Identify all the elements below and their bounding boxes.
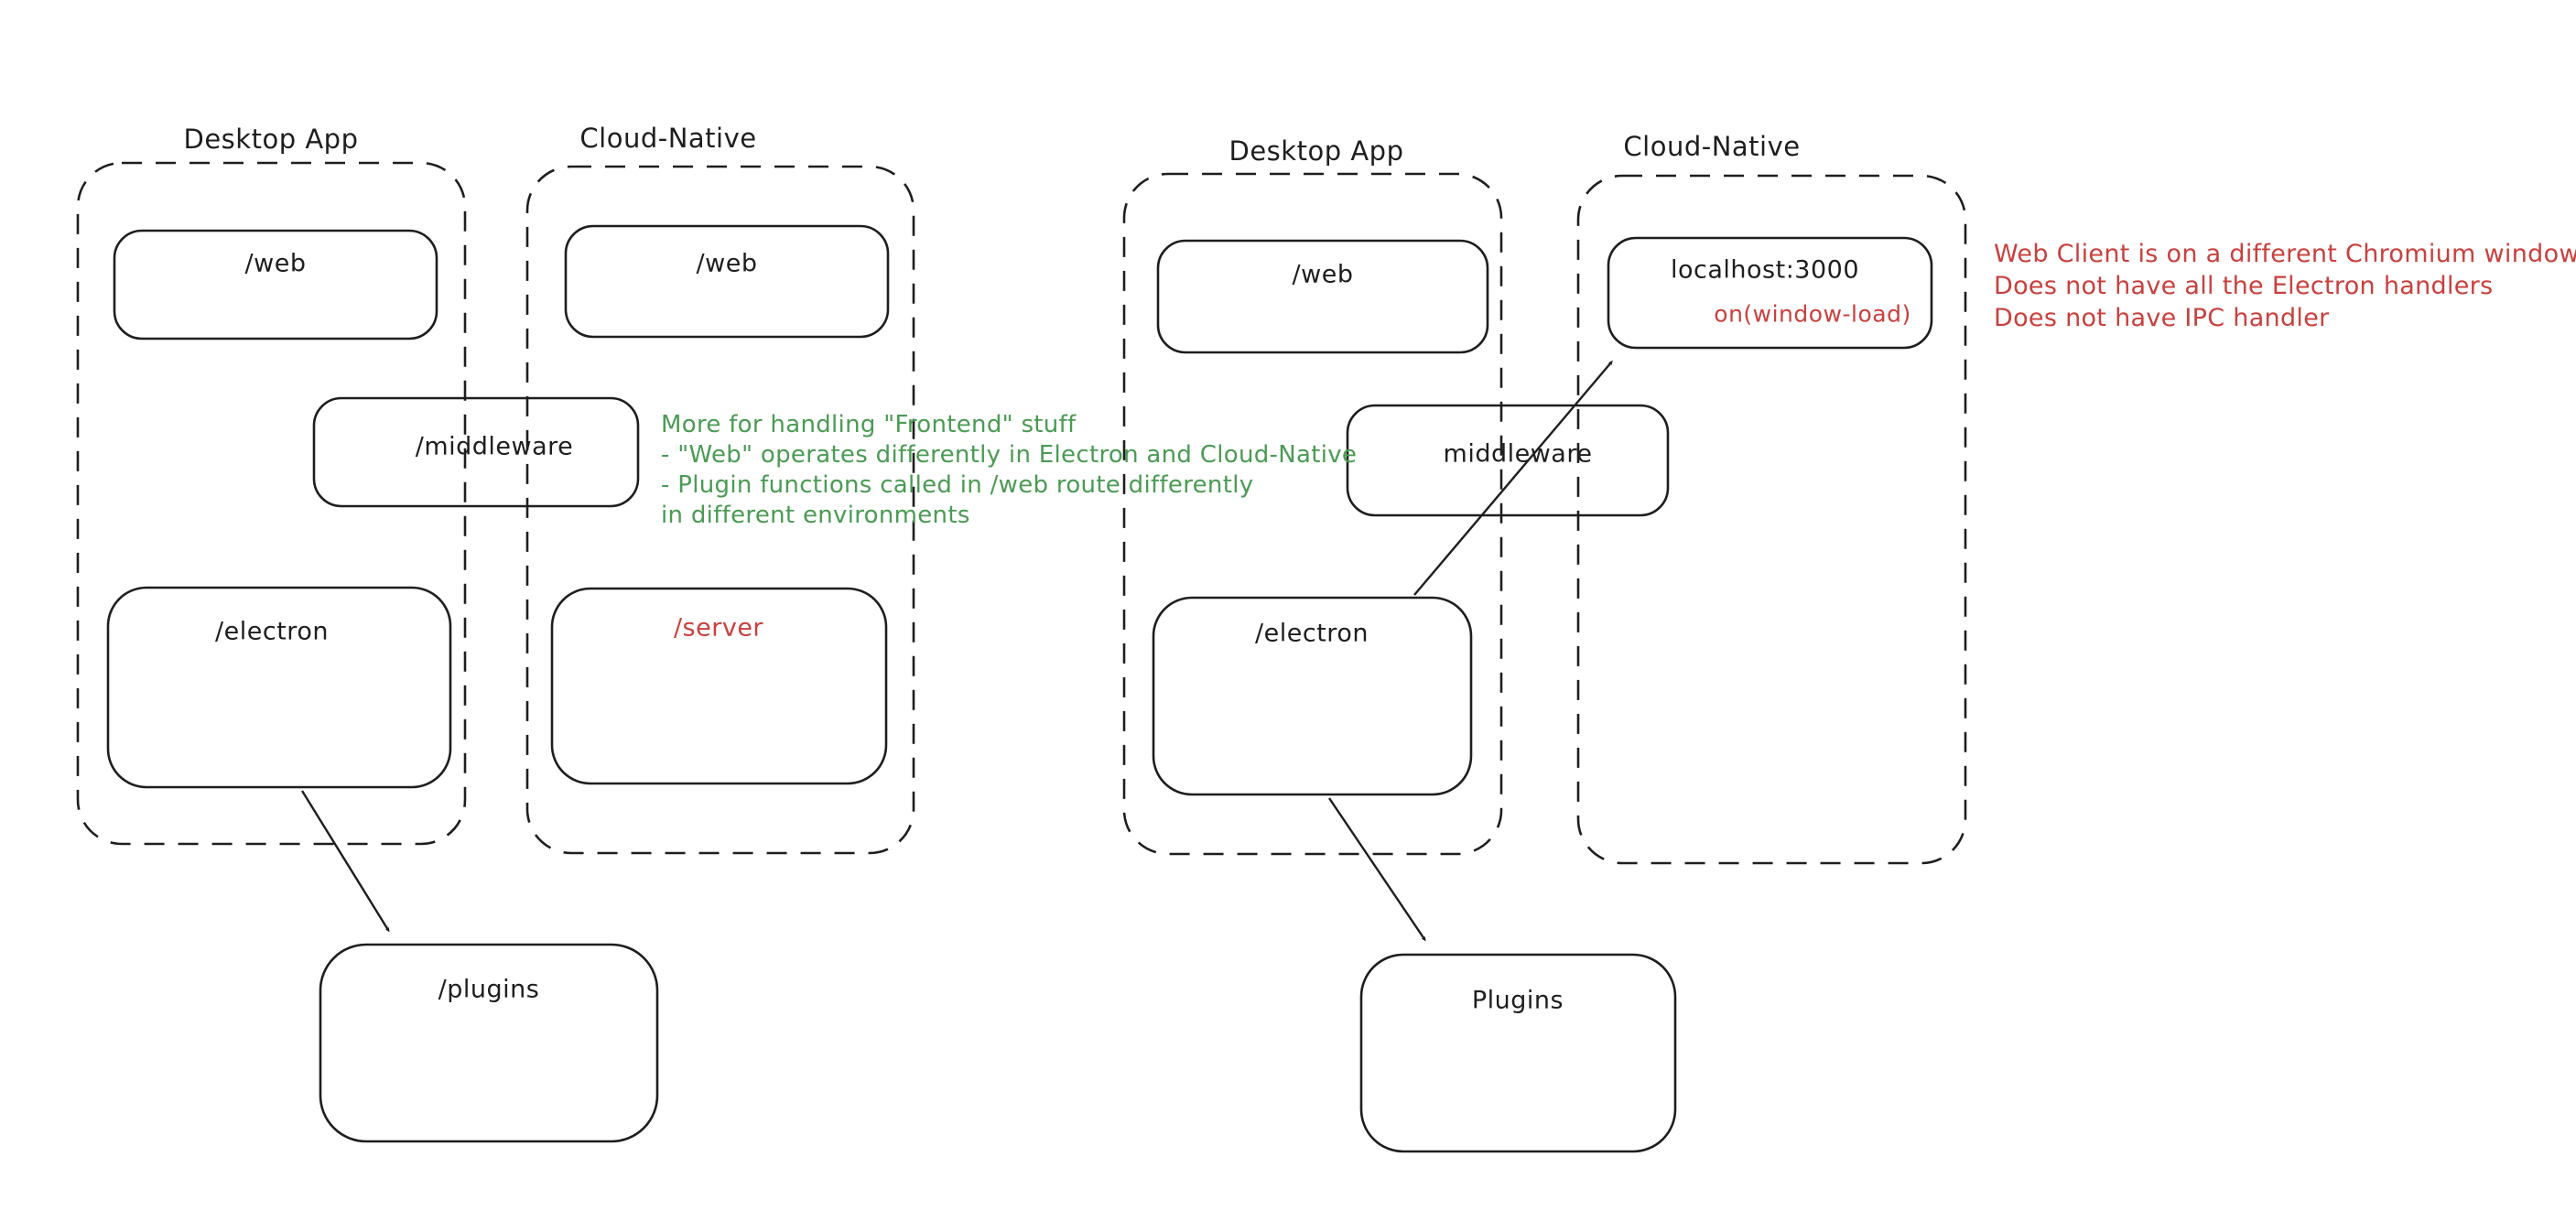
right-desktop-app-title: Desktop App [1228, 135, 1404, 167]
arrow-left-electron-to-plugins [300, 790, 388, 930]
right-electron-box [1152, 596, 1473, 796]
left-middleware-label: /middleware [415, 432, 574, 461]
left-desktop-app-title: Desktop App [183, 124, 359, 155]
left-middleware-box [312, 396, 640, 508]
green-note-line-1: More for handling "Frontend" stuff [661, 411, 1077, 438]
left-server-label: /server [673, 613, 764, 643]
left-cloud-native-container [525, 165, 915, 855]
left-server-box [550, 587, 888, 785]
left-cloud-native-title: Cloud-Native [579, 123, 757, 154]
red-annotation-note: Web Client is on a different Chromium wi… [1994, 238, 2576, 334]
arrow-right-electron-to-plugins [1328, 797, 1424, 939]
green-note-line-4: in different environments [661, 502, 970, 529]
right-cloud-native-title: Cloud-Native [1623, 131, 1801, 162]
left-electron-label: /electron [215, 617, 329, 646]
left-desktop-app-container [76, 161, 467, 846]
right-plugins-box [1359, 953, 1677, 1153]
left-desktop-web-box [113, 229, 438, 340]
green-note-line-2: - "Web" operates differently in Electron… [661, 441, 1358, 469]
left-cloud-web-box [564, 224, 890, 339]
left-plugins-box [319, 943, 659, 1143]
red-note-line-2: Does not have all the Electron handlers [1994, 272, 2494, 300]
right-localhost-label: localhost:3000 [1670, 255, 1860, 285]
left-cloud-web-label: /web [696, 249, 758, 278]
green-annotation-note: More for handling "Frontend" stuff - "We… [661, 410, 1357, 531]
right-desktop-app-container [1122, 172, 1503, 856]
right-cloud-native-container [1576, 174, 1967, 865]
red-note-line-3: Does not have IPC handler [1994, 304, 2330, 332]
right-desktop-web-box [1156, 239, 1489, 354]
right-localhost-box [1607, 236, 1933, 350]
green-note-line-3: - Plugin functions called in /web route … [661, 471, 1254, 499]
arrow-right-electron-to-localhost [1413, 362, 1611, 596]
right-middleware-box [1346, 404, 1670, 517]
left-desktop-web-label: /web [244, 249, 307, 278]
right-plugins-label: Plugins [1471, 986, 1564, 1015]
right-desktop-web-label: /web [1292, 260, 1354, 289]
left-electron-box [106, 586, 452, 789]
right-middleware-label: middleware [1443, 439, 1593, 469]
left-plugins-label: /plugins [438, 975, 540, 1004]
red-note-line-1: Web Client is on a different Chromium wi… [1994, 240, 2576, 268]
right-localhost-sub-label: on(window-load) [1714, 300, 1911, 328]
right-electron-label: /electron [1255, 619, 1369, 648]
